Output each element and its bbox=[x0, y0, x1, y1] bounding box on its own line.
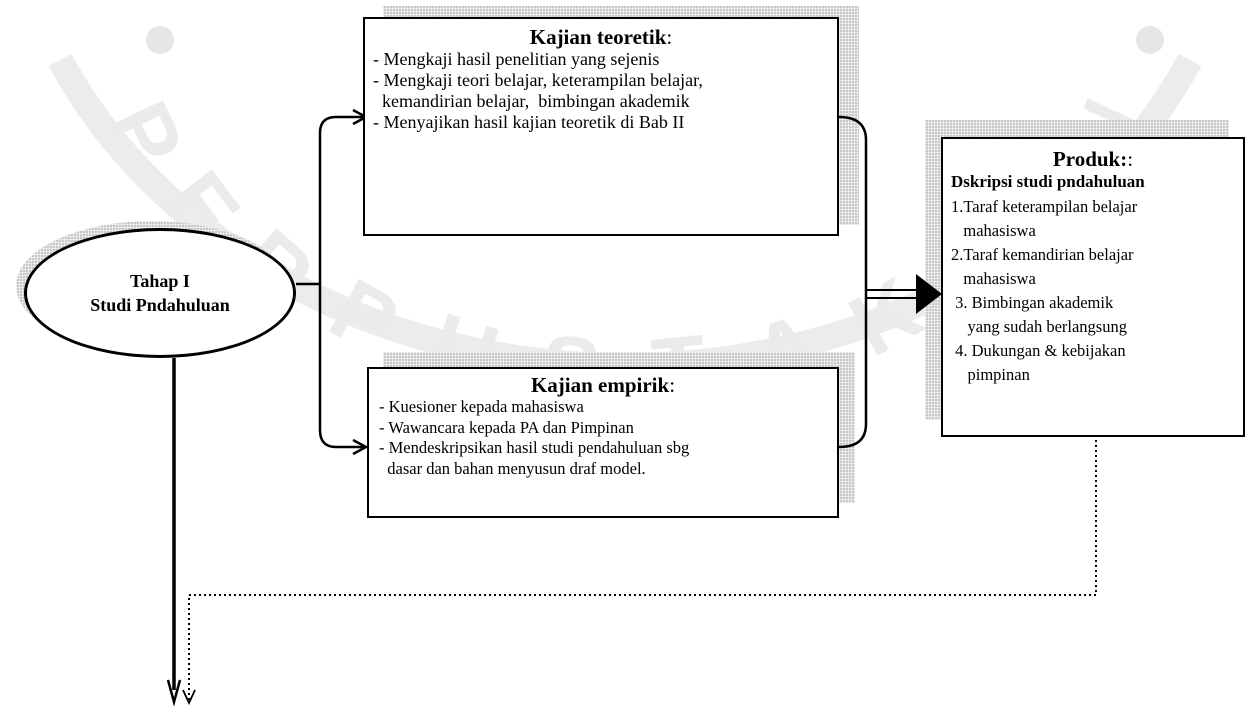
produk-subtitle: Dskripsi studi pndahuluan bbox=[951, 172, 1145, 191]
produk-item: 2.Taraf kemandirian belajar bbox=[951, 245, 1134, 264]
produk-item: 1.Taraf keterampilan belajar bbox=[951, 197, 1138, 216]
empirik-list: - Kuesioner kepada mahasiswa - Wawancara… bbox=[379, 397, 827, 479]
produk-title: Produk:: bbox=[951, 147, 1235, 171]
produk-item: mahasiswa bbox=[951, 221, 1036, 240]
dotted-arrow-head bbox=[182, 689, 196, 706]
teoretik-box: Kajian teoretik: - Mengkaji hasil peneli… bbox=[363, 17, 839, 236]
produk-box: Produk:: Dskripsi studi pndahuluan 1.Tar… bbox=[941, 137, 1245, 437]
empirik-item: dasar dan bahan menyusun draf model. bbox=[379, 458, 646, 478]
empirik-title-text: Kajian empirik bbox=[530, 373, 670, 397]
stage-line-1: Tahap I bbox=[130, 271, 190, 291]
teoretik-title: Kajian teoretik: bbox=[373, 25, 829, 49]
double-arrow-head bbox=[916, 274, 942, 314]
produk-item: mahasiswa bbox=[951, 269, 1036, 288]
stage-line-2: Studi Pndahuluan bbox=[90, 295, 230, 315]
teoretik-item: - Mengkaji teori belajar, keterampilan b… bbox=[373, 70, 703, 90]
produk-item: 3. Bimbingan akademik bbox=[951, 293, 1114, 312]
teoretik-list: - Mengkaji hasil penelitian yang sejenis… bbox=[373, 49, 829, 133]
produk-item: 4. Dukungan & kebijakan bbox=[951, 341, 1126, 360]
right-brace bbox=[838, 115, 868, 449]
teoretik-title-text: Kajian teoretik bbox=[529, 25, 667, 49]
down-arrow-head bbox=[166, 679, 182, 706]
arrowhead-empirik bbox=[352, 438, 369, 456]
empirik-item: - Kuesioner kepada mahasiswa bbox=[379, 397, 584, 416]
stage-ellipse: Tahap I Studi Pndahuluan bbox=[24, 228, 296, 358]
watermark-dot-right bbox=[1136, 26, 1164, 54]
empirik-title: Kajian empirik: bbox=[379, 373, 827, 397]
teoretik-item: kemandirian belajar, bimbingan akademik bbox=[373, 91, 690, 111]
produk-title-colon: : bbox=[1127, 147, 1134, 171]
produk-list: 1.Taraf keterampilan belajar mahasiswa 2… bbox=[951, 195, 1235, 387]
empirik-item: - Wawancara kepada PA dan Pimpinan bbox=[379, 417, 634, 437]
produk-title-text: Produk: bbox=[1052, 147, 1128, 171]
teoretik-title-colon: : bbox=[666, 25, 673, 49]
empirik-title-colon: : bbox=[669, 373, 676, 397]
produk-item: pimpinan bbox=[951, 365, 1030, 384]
teoretik-item: - Mengkaji hasil penelitian yang sejenis bbox=[373, 49, 660, 69]
watermark-dot-left bbox=[146, 26, 174, 54]
empirik-box: Kajian empirik: - Kuesioner kepada mahas… bbox=[367, 367, 839, 518]
arrow-to-teoretik bbox=[318, 115, 365, 449]
teoretik-item: - Menyajikan hasil kajian teoretik di Ba… bbox=[373, 112, 685, 132]
empirik-item: - Mendeskripsikan hasil studi pendahulua… bbox=[379, 438, 690, 457]
produk-item: yang sudah berlangsung bbox=[951, 317, 1127, 336]
